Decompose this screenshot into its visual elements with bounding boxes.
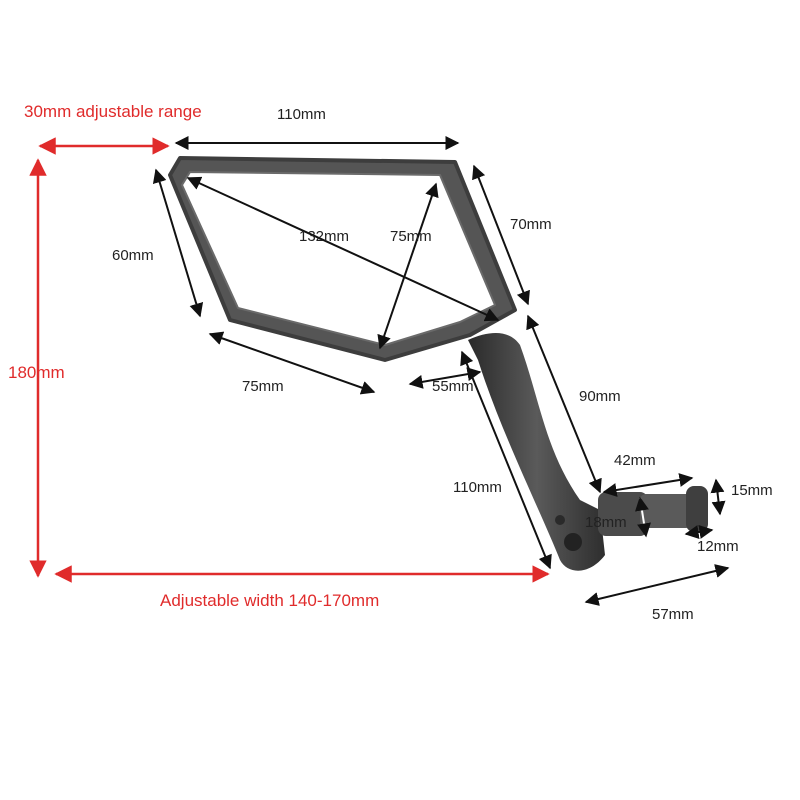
dim-end-width <box>684 524 714 540</box>
arm-outer-label: 90mm <box>579 388 621 405</box>
arm-top-label: 55mm <box>432 378 474 395</box>
shaft-height-label: 18mm <box>585 514 627 531</box>
dim-diagonal <box>186 176 500 322</box>
clamp-end <box>686 486 708 532</box>
dim-shaft-height <box>635 496 651 538</box>
glass-height-label: 75mm <box>390 228 432 245</box>
adjustable-range-label: 30mm adjustable range <box>24 102 202 121</box>
dim-arm-outer <box>526 314 602 494</box>
total-height-label: 180mm <box>8 363 65 382</box>
base-width-label: 57mm <box>652 606 694 623</box>
dim-shaft-length <box>602 473 694 497</box>
left-side-label: 60mm <box>112 247 154 264</box>
pivot-bolt <box>564 533 582 551</box>
top-width-label: 110mm <box>277 106 326 123</box>
dim-arm-inner <box>460 350 552 570</box>
right-side-label: 70mm <box>510 216 552 233</box>
diagonal-label: 132mm <box>299 228 350 245</box>
dim-bottom-edge <box>208 331 376 395</box>
bottom-edge-label: 75mm <box>242 378 284 395</box>
dim-glass-height <box>377 182 439 350</box>
clamp-shaft <box>640 494 692 528</box>
dim-right-side <box>472 164 530 306</box>
end-height-label: 15mm <box>731 482 773 499</box>
end-width-label: 12mm <box>697 538 739 555</box>
dim-base-width <box>584 564 730 606</box>
dim-end-height <box>710 478 726 516</box>
adjustable-width-label: Adjustable width 140-170mm <box>160 591 380 610</box>
shaft-length-label: 42mm <box>614 452 656 469</box>
arm-inner-label: 110mm <box>453 479 502 496</box>
